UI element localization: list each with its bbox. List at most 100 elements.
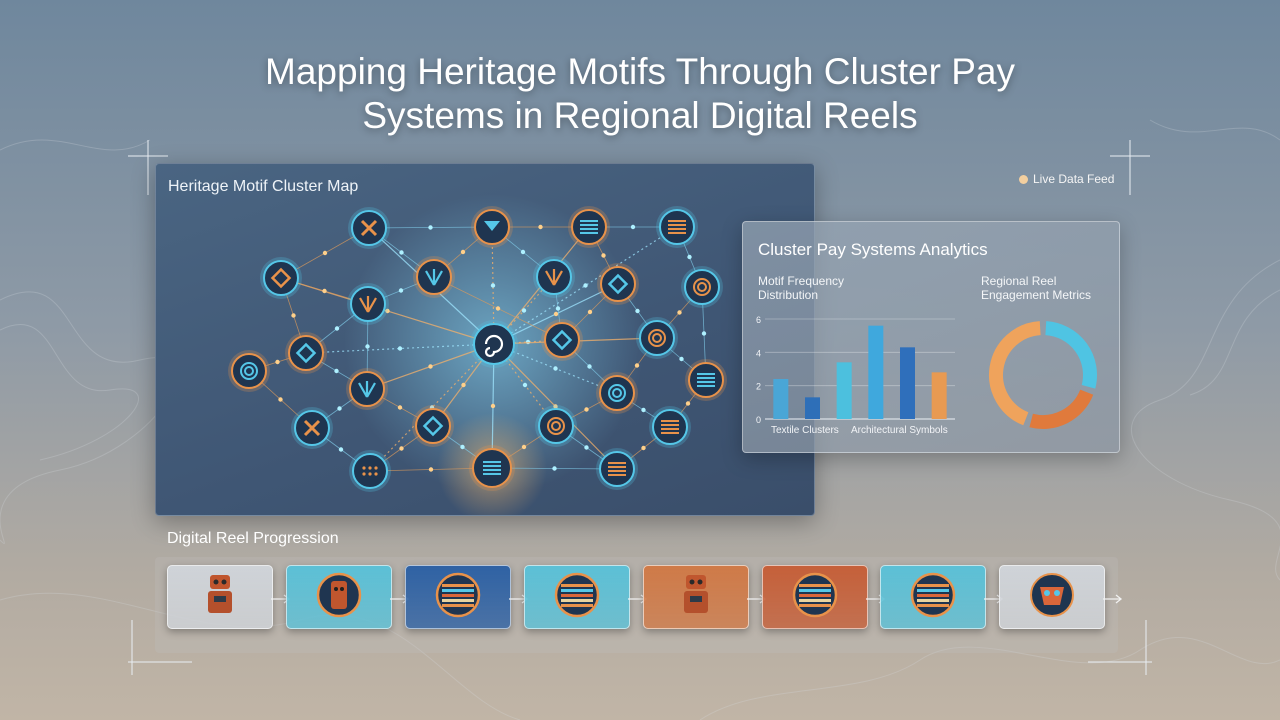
- network-spark: [495, 306, 501, 311]
- reel-tile[interactable]: [762, 565, 868, 629]
- motif-node-icon[interactable]: [349, 450, 391, 492]
- motif-frequency-label: Motif Frequency Distribution: [758, 274, 845, 302]
- motif-node-icon[interactable]: [469, 445, 515, 491]
- bar-mark[interactable]: [931, 372, 947, 419]
- bar-mark[interactable]: [805, 397, 820, 419]
- network-spark: [538, 224, 543, 230]
- reel-tile[interactable]: [167, 565, 273, 629]
- network-spark: [553, 311, 559, 317]
- network-spark: [552, 466, 557, 471]
- network-spark: [587, 364, 592, 369]
- motif-node-icon[interactable]: [228, 350, 270, 392]
- bar-mark[interactable]: [868, 325, 884, 419]
- motif-node-icon[interactable]: [636, 317, 678, 359]
- network-spark: [399, 250, 404, 255]
- network-spark: [398, 288, 404, 293]
- cluster-map-panel: Heritage Motif Cluster Map: [155, 163, 815, 516]
- bar-y-tick-label: 6: [756, 315, 761, 325]
- motif-node-icon[interactable]: [681, 266, 723, 308]
- motif-node-icon[interactable]: [597, 263, 639, 305]
- analytics-title: Cluster Pay Systems Analytics: [758, 240, 988, 259]
- reel-tile[interactable]: [524, 565, 630, 629]
- network-spark: [630, 224, 636, 230]
- analytics-panel: Cluster Pay Systems Analytics Motif Freq…: [742, 221, 1120, 453]
- reel-tile[interactable]: [643, 565, 749, 629]
- corner-mark-top-left: [128, 140, 168, 195]
- donut-slice[interactable]: [989, 321, 1041, 426]
- network-spark: [584, 445, 589, 450]
- network-spark: [399, 446, 404, 451]
- network-spark: [322, 288, 327, 294]
- corner-mark-bottom-right: [1088, 620, 1152, 675]
- motif-node-icon[interactable]: [260, 257, 302, 299]
- cluster-map-title: Heritage Motif Cluster Map: [168, 178, 359, 195]
- network-spark: [397, 346, 403, 351]
- motif-node-icon[interactable]: [568, 206, 610, 248]
- totem-icon: [670, 569, 722, 626]
- bar-y-tick-label: 4: [756, 348, 761, 358]
- live-data-feed-label: Live Data Feed: [1033, 172, 1115, 186]
- network-spark: [428, 467, 434, 472]
- mask-icon: [1026, 569, 1078, 626]
- motif-node-icon[interactable]: [347, 283, 389, 325]
- network-spark: [460, 249, 466, 255]
- reel-tile[interactable]: [405, 565, 511, 629]
- network-spark: [522, 382, 528, 388]
- network-edge: [305, 343, 495, 354]
- network-spark: [428, 364, 433, 369]
- donut-slice[interactable]: [1045, 321, 1097, 389]
- bar-mark[interactable]: [900, 347, 915, 419]
- totem-medallion-icon: [313, 569, 365, 626]
- network-spark: [701, 331, 707, 336]
- network-spark: [687, 254, 692, 260]
- network-spark: [275, 359, 280, 365]
- network-spark: [584, 407, 589, 412]
- donut-slice[interactable]: [1029, 389, 1094, 429]
- network-spark: [385, 308, 390, 314]
- corner-mark-top-right: [1110, 140, 1150, 195]
- pattern-medallion-icon: [789, 569, 841, 626]
- motif-node-icon[interactable]: [346, 368, 388, 410]
- network-spark: [461, 382, 466, 388]
- motif-node-icon[interactable]: [541, 319, 583, 361]
- network-spark: [278, 397, 283, 402]
- motif-node-icon[interactable]: [656, 206, 698, 248]
- motif-node-icon[interactable]: [412, 405, 454, 447]
- motif-node-icon[interactable]: [533, 256, 575, 298]
- bar-mark[interactable]: [773, 379, 789, 419]
- motif-node-icon[interactable]: [291, 407, 333, 449]
- network-spark: [583, 283, 588, 288]
- motif-node-icon[interactable]: [685, 359, 727, 401]
- network-spark: [555, 306, 561, 311]
- textile-medallion-icon: [432, 569, 484, 626]
- bar-mark[interactable]: [836, 362, 852, 419]
- motif-node-icon[interactable]: [413, 256, 455, 298]
- motif-node-icon[interactable]: [649, 406, 691, 448]
- bar-y-tick-label: 0: [756, 415, 761, 425]
- motif-node-icon[interactable]: [535, 405, 577, 447]
- reel-progression-title: Digital Reel Progression: [167, 530, 339, 547]
- network-spark: [553, 366, 558, 371]
- engagement-label: Regional Reel Engagement Metrics: [981, 274, 1092, 302]
- network-spark: [490, 403, 496, 409]
- corner-mark-bottom-left: [128, 620, 192, 675]
- network-spark: [521, 308, 527, 313]
- motif-node-icon[interactable]: [596, 448, 638, 490]
- network-spark: [334, 368, 339, 374]
- motif-node-icon[interactable]: [348, 207, 390, 249]
- motif-node-icon[interactable]: [471, 206, 513, 248]
- motif-node-icon[interactable]: [285, 332, 327, 374]
- reel-tile[interactable]: [880, 565, 986, 629]
- network-spark: [525, 339, 531, 345]
- bar-x-label-left: Textile Clusters: [771, 425, 839, 436]
- central-hub-motif-icon[interactable]: [470, 320, 518, 368]
- network-spark: [635, 308, 640, 314]
- network-spark: [521, 444, 527, 450]
- reel-tile[interactable]: [999, 565, 1105, 629]
- reel-tile[interactable]: [286, 565, 392, 629]
- motif-node-icon[interactable]: [596, 372, 638, 414]
- textile-medallion-icon: [551, 569, 603, 626]
- network-spark: [338, 447, 344, 452]
- network-spark: [641, 445, 646, 451]
